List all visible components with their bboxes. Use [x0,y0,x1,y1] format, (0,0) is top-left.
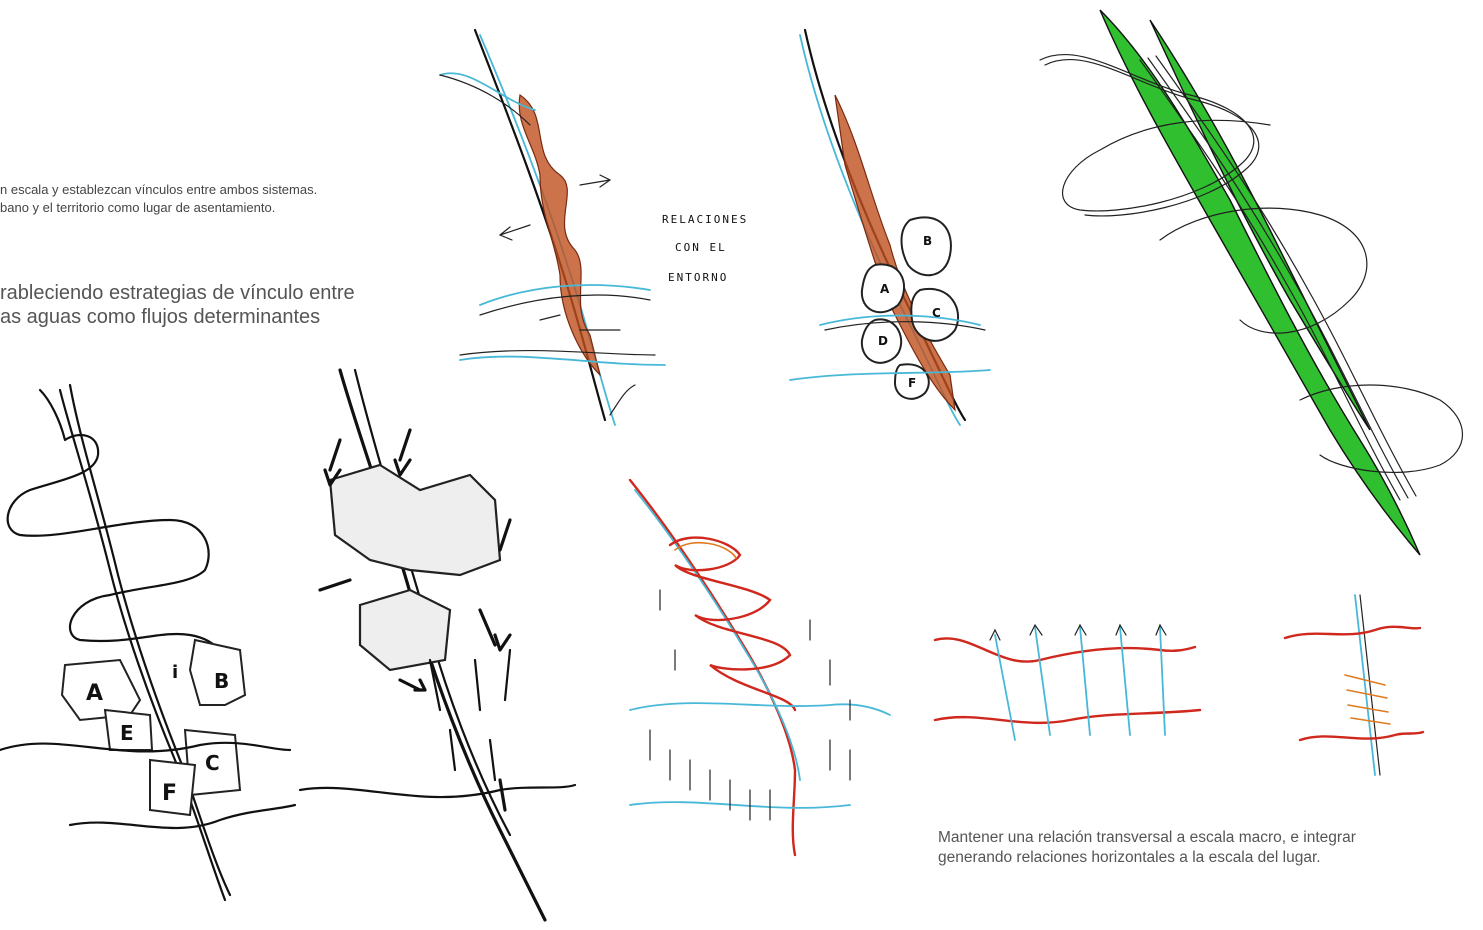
sketch-zones-color: B A C D F [780,25,1010,435]
zone-label-a-color: A [880,282,890,296]
intro-text-line-1: n escala y establezcan vínculos entre am… [0,182,317,198]
zone-label-e: E [120,721,134,745]
zone-label-d-color: D [878,334,888,348]
zone-label-f: F [162,781,177,806]
caption-line-1: Mantener una relación transversal a esca… [938,828,1356,847]
caption-line-2: generando relaciones horizontales a la e… [938,848,1321,867]
intro-text-line-2: bano y el territorio como lugar de asent… [0,200,275,216]
heading-line-2: as aguas como flujos determinantes [0,306,320,329]
zone-label-c: C [205,751,220,775]
zone-label-f-color: F [908,376,916,390]
sketch-vertical-crossings [1285,590,1425,780]
zone-label-a: A [86,681,103,706]
sketch-flow-arrows [300,360,600,930]
zone-label-i: i [172,662,178,683]
annotation-relaciones: RELACIONES [662,213,748,226]
annotation-con-el: CON EL [675,241,727,254]
sketch-vertical-pattern [630,470,890,860]
zone-label-c-color: C [932,306,941,320]
zone-label-b-color: B [923,234,932,248]
sketch-relaciones-entorno: RELACIONES CON EL ENTORNO [440,15,780,435]
sketch-green-corridor [1040,0,1480,570]
sketch-horizontal-relations [930,615,1210,745]
annotation-entorno: ENTORNO [668,271,728,284]
sketch-zones-bw: A B C E F i [0,370,310,920]
heading-line-1: rableciendo estrategias de vínculo entre [0,282,355,305]
zone-label-b: B [214,669,229,693]
